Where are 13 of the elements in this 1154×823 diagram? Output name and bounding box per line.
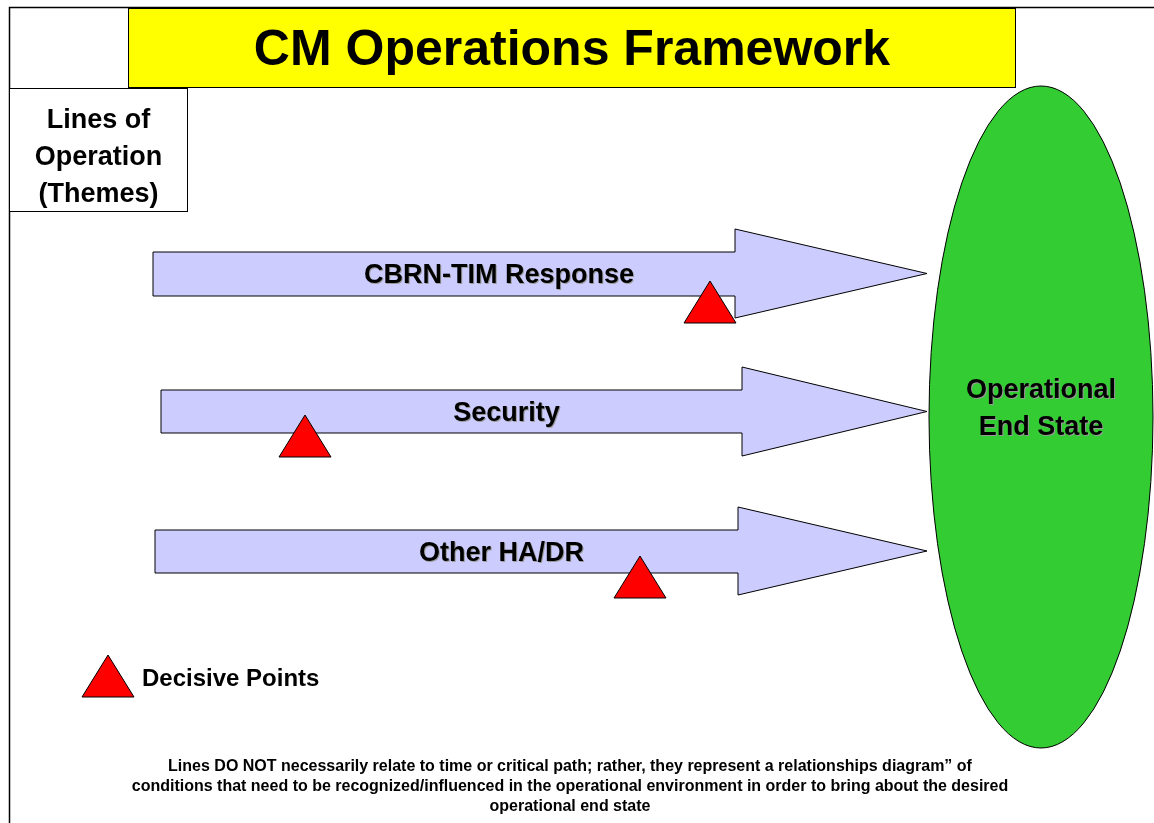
line-of-operation-band bbox=[161, 367, 927, 456]
line-of-operation-band bbox=[155, 507, 927, 595]
legend-label: Decisive Points bbox=[142, 663, 320, 693]
heading-box bbox=[9, 88, 188, 212]
line-of-operation-label: Other HA/DR bbox=[418, 536, 585, 569]
end-state-label: Operational End State bbox=[965, 373, 1117, 443]
title-banner: CM Operations Framework bbox=[128, 8, 1016, 88]
line-of-operation-band bbox=[153, 229, 927, 318]
end-state-ellipse bbox=[928, 85, 1154, 749]
heading-text: Lines of Operation (Themes) bbox=[33, 103, 164, 210]
line-of-operation-label: CBRN-TIM Response bbox=[363, 258, 635, 291]
footnote: Lines DO NOT necessarily relate to time or critical path; rather, they represent a relationships diagram” of conditions that need to be recognized/influenced in the operational environment in order to bring about the desired operational end state bbox=[130, 756, 1010, 816]
line-of-operation-label: Security bbox=[452, 396, 561, 429]
